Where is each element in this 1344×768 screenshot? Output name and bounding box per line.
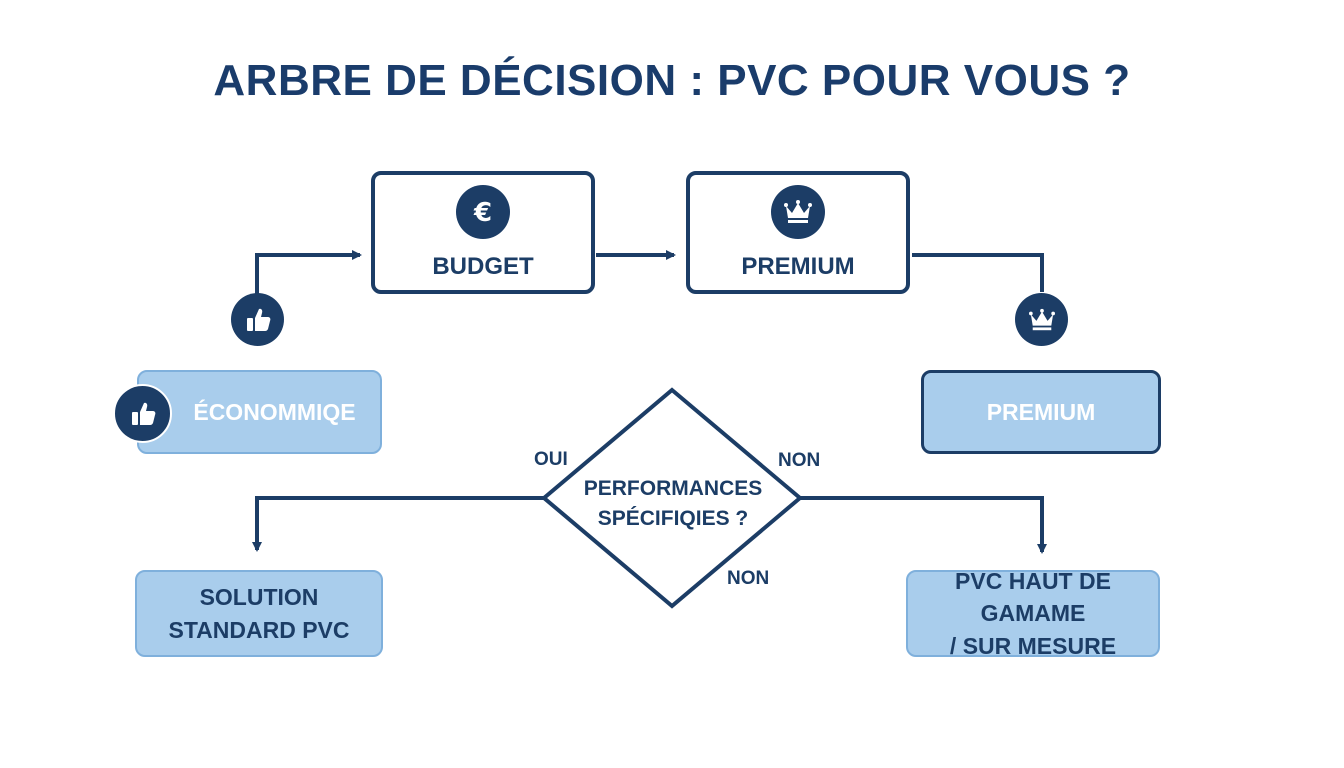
- decision-line-1: PERFORMANCES: [583, 477, 763, 500]
- pvc-haut-gamme-box: PVC HAUT DE GAMAME / SUR MESURE: [906, 568, 1160, 659]
- non-label-bottom: NON: [727, 568, 770, 589]
- solution-standard-line-2: STANDARD PVC: [168, 616, 350, 643]
- thumbs-up-icon: [113, 384, 172, 443]
- premium-top-box: PREMIUM: [686, 171, 910, 294]
- connector-oui-branch: [252, 496, 544, 552]
- solution-standard-line-1: SOLUTION: [199, 584, 319, 611]
- economique-box: ÉCONOMMIQE: [137, 370, 382, 454]
- decision-text: PERFORMANCES SPÉCIFIQIES ?: [560, 474, 786, 535]
- crown-icon: [1015, 293, 1068, 346]
- pvc-haut-gamme-line-1: PVC HAUT DE GAMAME: [955, 568, 1111, 627]
- pvc-haut-gamme-line-2: / SUR MESURE: [949, 632, 1117, 659]
- non-label-top: NON: [778, 450, 821, 471]
- solution-standard-box: SOLUTION STANDARD PVC: [135, 570, 383, 657]
- connector-non-branch: [800, 496, 1047, 554]
- budget-label: BUDGET: [432, 252, 534, 280]
- premium-top-label: PREMIUM: [741, 252, 855, 280]
- decision-line-2: SPÉCIFIQIES ?: [597, 507, 749, 531]
- connector-premium-to-right: [912, 253, 1044, 292]
- page-title: ARBRE DE DÉCISION : PVC POUR VOUS ?: [213, 56, 1131, 105]
- premium-right-label: PREMIUM: [986, 398, 1096, 425]
- thumbs-up-icon: [231, 293, 284, 346]
- premium-right-box: PREMIUM: [921, 370, 1161, 454]
- crown-icon: [771, 184, 825, 239]
- euro-icon: €: [456, 184, 510, 239]
- connector-economique-to-budget: [255, 250, 362, 294]
- svg-text:€: €: [473, 198, 492, 227]
- budget-box: € BUDGET: [371, 171, 595, 294]
- decision-diamond: [540, 387, 804, 609]
- economique-label: ÉCONOMMIQE: [193, 398, 356, 425]
- oui-label: OUI: [534, 449, 568, 470]
